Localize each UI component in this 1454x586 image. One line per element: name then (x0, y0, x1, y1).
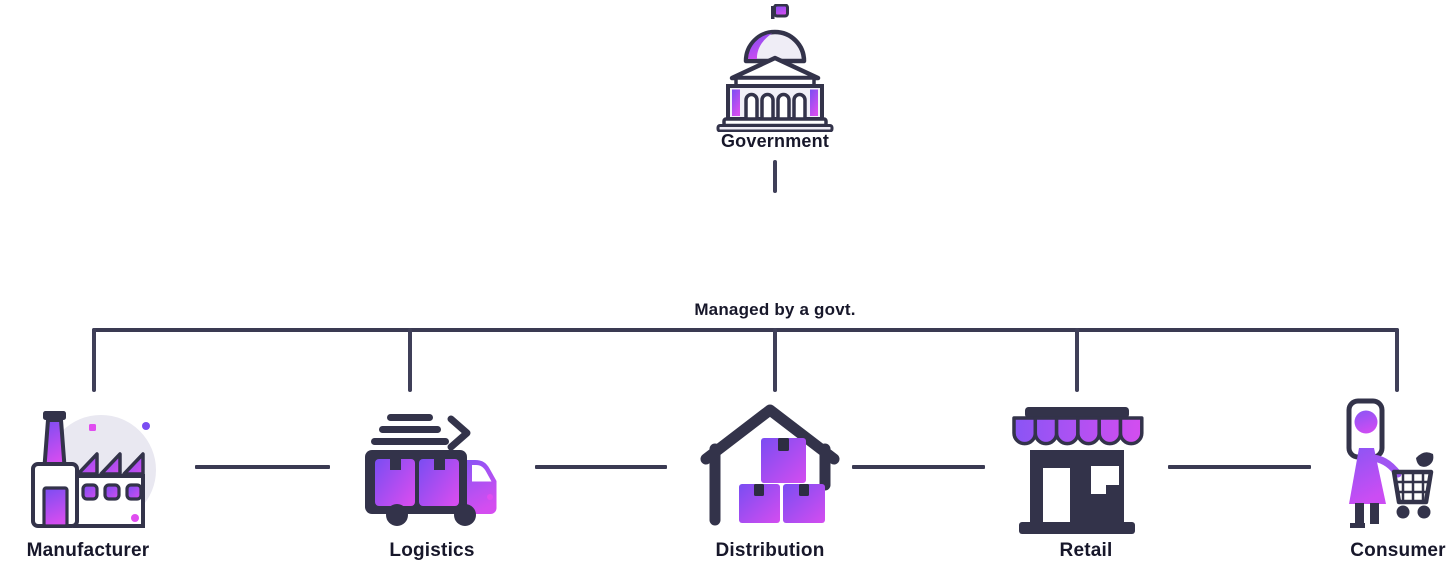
node-distribution (700, 399, 840, 539)
node-label-distribution: Distribution (715, 540, 825, 561)
shopper-with-cart-icon (1346, 398, 1434, 528)
node-consumer (1330, 396, 1436, 538)
node-retail (1006, 402, 1148, 534)
tree-drop-distribution (773, 328, 777, 392)
node-label-manufacturer: Manufacturer (26, 540, 150, 561)
flow-connector-distribution-retail (852, 465, 985, 469)
warehouse-icon (700, 404, 840, 526)
node-manufacturer (13, 396, 163, 538)
node-label-retail: Retail (1059, 540, 1113, 561)
tree-drop-consumer (1395, 328, 1399, 392)
tree-connector-horizontal (92, 328, 1399, 332)
node-logistics (353, 398, 501, 536)
government-building-icon (716, 4, 834, 132)
flow-connector-retail-consumer (1168, 465, 1311, 469)
connector-government-stub (773, 160, 777, 193)
tree-drop-logistics (408, 328, 412, 392)
flow-connector-manufacturer-logistics (195, 465, 330, 469)
storefront-icon (1012, 407, 1144, 534)
node-label-logistics: Logistics (389, 540, 475, 561)
connector-caption: Managed by a govt. (694, 300, 856, 319)
flow-connector-logistics-distribution (535, 465, 667, 469)
tree-drop-retail (1075, 328, 1079, 392)
factory-icon (31, 411, 156, 528)
node-label-consumer: Consumer (1350, 540, 1446, 561)
tree-drop-manufacturer (92, 328, 96, 392)
node-label-government: Government (720, 131, 830, 151)
node-government (715, 4, 835, 132)
delivery-truck-icon (365, 414, 497, 526)
